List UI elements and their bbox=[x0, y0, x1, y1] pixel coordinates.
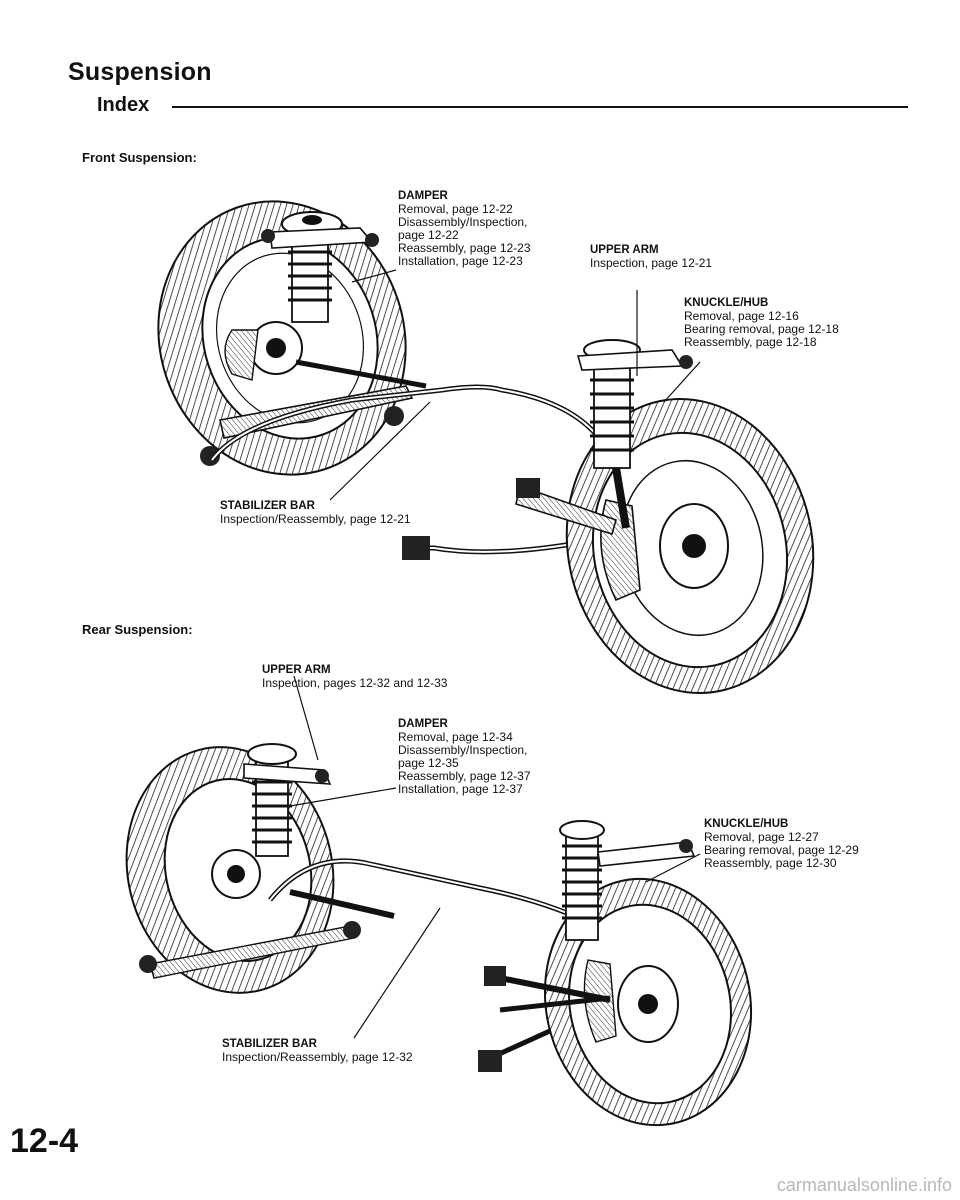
callout-line: Installation, page 12-23 bbox=[398, 254, 523, 268]
front-right-wheel bbox=[565, 398, 815, 694]
callout-line: Removal, page 12-16 bbox=[684, 309, 799, 323]
page-subtitle: Index bbox=[97, 94, 150, 116]
callout-heading: KNUCKLE/HUB bbox=[684, 297, 769, 309]
callout-line: Removal, page 12-27 bbox=[704, 830, 819, 844]
callout-line: Reassembly, page 12-18 bbox=[684, 335, 817, 349]
callout-heading: UPPER ARM bbox=[262, 664, 331, 676]
callout-heading: KNUCKLE/HUB bbox=[704, 818, 789, 830]
callout-line: Inspection, pages 12-32 and 12-33 bbox=[262, 676, 448, 690]
rear-knuckle-hub-callout: KNUCKLE/HUB Removal, page 12-27 Bearing … bbox=[704, 818, 859, 870]
callout-line: Reassembly, page 12-37 bbox=[398, 769, 531, 783]
rear-left-wheel bbox=[125, 746, 335, 994]
front-right-strut bbox=[576, 339, 693, 529]
callout-line: Inspection/Reassembly, page 12-32 bbox=[222, 1050, 413, 1064]
callout-line: Reassembly, page 12-23 bbox=[398, 241, 531, 255]
front-damper-callout: DAMPER Removal, page 12-22 Disassembly/I… bbox=[398, 190, 531, 268]
header-rule bbox=[172, 106, 908, 108]
page-title: Suspension bbox=[68, 58, 212, 86]
rear-left-strut bbox=[243, 743, 332, 857]
front-left-wheel bbox=[157, 200, 407, 476]
callout-line: Reassembly, page 12-30 bbox=[704, 856, 837, 870]
rear-right-strut bbox=[559, 820, 696, 941]
callout-heading: UPPER ARM bbox=[590, 244, 659, 256]
front-suspension-label: Front Suspension: bbox=[82, 150, 197, 165]
callout-heading: STABILIZER BAR bbox=[220, 500, 315, 512]
rear-stabilizer-bar-callout: STABILIZER BAR Inspection/Reassembly, pa… bbox=[222, 1038, 413, 1064]
callout-line: Disassembly/Inspection, bbox=[398, 215, 528, 229]
callout-line: Disassembly/Inspection, bbox=[398, 743, 528, 757]
front-knuckle-hub-callout: KNUCKLE/HUB Removal, page 12-16 Bearing … bbox=[684, 297, 839, 349]
callout-line: page 12-22 bbox=[398, 228, 459, 242]
callout-line: Bearing removal, page 12-18 bbox=[684, 322, 839, 336]
front-left-strut bbox=[261, 211, 379, 323]
callout-line: Installation, page 12-37 bbox=[398, 782, 523, 796]
front-right-lower-arm bbox=[515, 478, 617, 536]
watermark: carmanualsonline.info bbox=[776, 1175, 952, 1195]
callout-heading: DAMPER bbox=[398, 718, 448, 730]
callout-line: Removal, page 12-22 bbox=[398, 202, 513, 216]
callout-line: Removal, page 12-34 bbox=[398, 730, 513, 744]
rear-left-arms bbox=[139, 889, 395, 979]
front-stabilizer-bar-callout: STABILIZER BAR Inspection/Reassembly, pa… bbox=[220, 500, 411, 526]
front-upper-arm-callout: UPPER ARM Inspection, page 12-21 bbox=[590, 244, 712, 270]
rear-suspension-label: Rear Suspension: bbox=[82, 622, 193, 637]
callout-line: Inspection, page 12-21 bbox=[590, 256, 713, 270]
callout-line: Bearing removal, page 12-29 bbox=[704, 843, 859, 857]
rear-upper-arm-callout: UPPER ARM Inspection, pages 12-32 and 12… bbox=[262, 664, 447, 690]
callout-heading: STABILIZER BAR bbox=[222, 1038, 317, 1050]
callout-line: page 12-35 bbox=[398, 756, 459, 770]
callout-heading: DAMPER bbox=[398, 190, 448, 202]
page-number: 12-4 bbox=[10, 1122, 79, 1160]
rear-damper-callout: DAMPER Removal, page 12-34 Disassembly/I… bbox=[398, 718, 531, 796]
rear-right-lower-arms bbox=[484, 966, 611, 1013]
callout-line: Inspection/Reassembly, page 12-21 bbox=[220, 512, 411, 526]
